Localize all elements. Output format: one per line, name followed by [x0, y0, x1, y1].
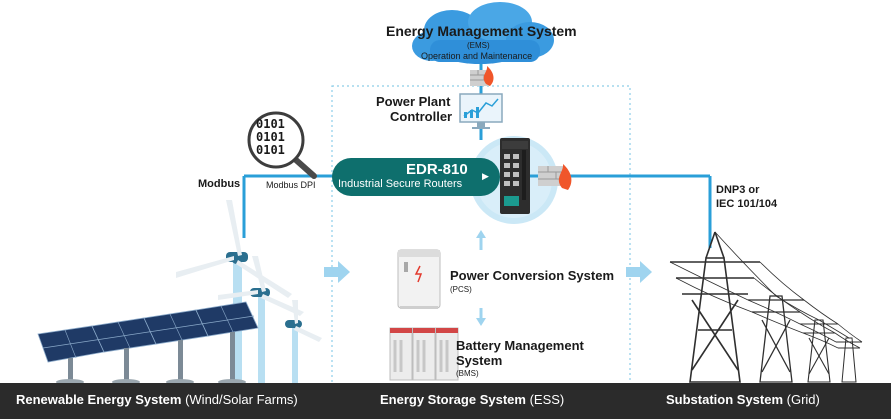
- power-lines: [669, 231, 863, 349]
- bms-abbr: (BMS): [456, 369, 479, 378]
- pcs-abbr: (PCS): [450, 285, 472, 294]
- arrow-down-pcs-bms: [476, 308, 486, 326]
- solar-panel-icon: [37, 301, 259, 385]
- controller-label-line1: Power Plant: [376, 94, 451, 109]
- router-description: Industrial Secure Routers: [338, 178, 463, 190]
- cloud-icon: [412, 2, 554, 64]
- transmission-tower-icon-2: [748, 295, 804, 383]
- footer-ess: Energy Storage System (ESS): [380, 392, 564, 407]
- footer-renewable: Renewable Energy System (Wind/Solar Farm…: [16, 392, 298, 407]
- transmission-tower-icon-3: [800, 319, 838, 383]
- magnifier-icon: [247, 111, 317, 179]
- dpi-label: Modbus DPI: [266, 180, 316, 190]
- ems-title: Energy Management System: [386, 23, 577, 39]
- arrow-right-ess-grid: [626, 261, 652, 283]
- grid-protocol-line1: DNP3 or: [716, 184, 760, 196]
- footer-ess-bold: Energy Storage System: [380, 392, 526, 407]
- footer-substation-rest: (Grid): [783, 392, 820, 407]
- firewall-icon-top: [470, 66, 494, 86]
- edr-router-pill: EDR-810 Industrial Secure Routers ▶: [332, 158, 500, 196]
- footer-substation: Substation System (Grid): [666, 392, 820, 407]
- binary-glyphs: 0101 0101 0101: [256, 117, 285, 157]
- pcs-title: Power Conversion System: [450, 268, 614, 283]
- play-arrow-icon: ▶: [482, 171, 489, 181]
- arrow-right-renewable-ess: [324, 261, 350, 283]
- battery-cabinet-icon: [389, 327, 459, 381]
- router-model: EDR-810: [406, 161, 468, 178]
- footer-renewable-rest: (Wind/Solar Farms): [181, 392, 298, 407]
- router-device-icon: [500, 138, 530, 214]
- grid-protocol-line2: IEC 101/104: [716, 198, 778, 210]
- bms-title-line2: System: [456, 353, 503, 368]
- footer-renewable-bold: Renewable Energy System: [16, 392, 182, 407]
- controller-label-line2: Controller: [390, 109, 453, 124]
- ems-abbr: (EMS): [467, 41, 490, 50]
- transmission-tower-icon-4: [836, 337, 862, 383]
- wind-turbine-icon-3: [285, 300, 322, 384]
- pcs-cabinet-icon: [397, 249, 441, 309]
- footer-bar: [0, 383, 891, 419]
- arrow-up-pcs-router: [476, 230, 486, 250]
- firewall-icon-router: [538, 164, 572, 190]
- transmission-tower-icon: [670, 231, 760, 383]
- modbus-label: Modbus: [198, 178, 241, 190]
- footer-substation-bold: Substation System: [666, 392, 784, 407]
- ems-subtitle: Operation and Maintenance: [421, 51, 533, 61]
- wind-turbine-icon-2: [218, 256, 304, 384]
- monitor-icon: [459, 93, 503, 129]
- bms-title-line1: Battery Management: [456, 338, 584, 353]
- footer-ess-rest: (ESS): [525, 392, 565, 407]
